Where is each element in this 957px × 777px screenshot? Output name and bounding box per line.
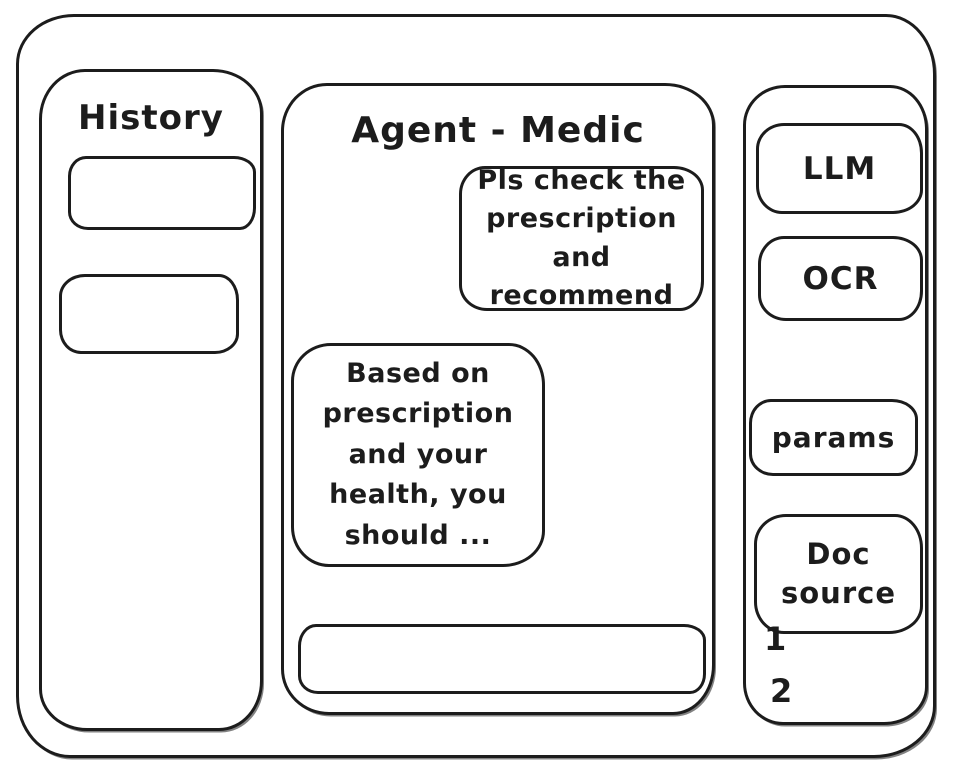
doc-source-item-1[interactable]: 1 [764,620,787,658]
history-item[interactable] [59,274,239,354]
message-input[interactable] [298,624,706,694]
app-window-frame: History Agent - Medic Pls check the pres… [16,14,936,758]
ocr-button[interactable]: OCR [758,236,923,321]
tools-panel: LLM OCR params Doc source 1 2 [743,85,928,725]
chat-title: Agent - Medic [351,110,645,151]
user-message-bubble: Pls check the prescription and recommend [459,165,704,311]
doc-source-item-2[interactable]: 2 [770,672,793,710]
history-panel: History [39,69,263,731]
history-item[interactable] [68,156,256,230]
params-button[interactable]: params [749,399,918,476]
history-title: History [78,98,224,138]
agent-message-bubble: Based on prescription and your health, y… [291,343,545,567]
chat-panel: Agent - Medic Pls check the prescription… [281,83,715,715]
llm-button[interactable]: LLM [756,123,923,214]
doc-source-button[interactable]: Doc source [754,514,923,634]
